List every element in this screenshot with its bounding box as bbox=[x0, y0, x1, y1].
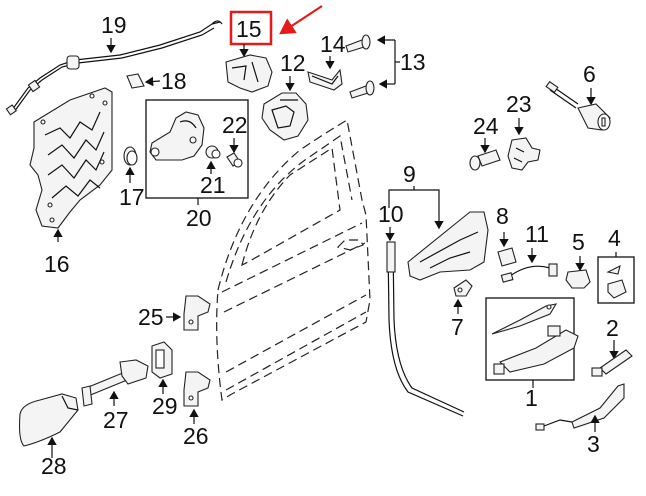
part-24-bolt[interactable] bbox=[469, 149, 501, 171]
part-28-check-cover[interactable] bbox=[18, 393, 79, 447]
callout-20: 20 bbox=[186, 205, 212, 231]
part-19-cable[interactable] bbox=[5, 20, 223, 116]
part-26-lower-hinge[interactable] bbox=[183, 371, 211, 407]
part-3-handle-trim[interactable] bbox=[535, 383, 625, 431]
callout-23: 23 bbox=[506, 91, 532, 117]
part-17-grommet[interactable] bbox=[123, 146, 138, 166]
callout-16: 16 bbox=[44, 251, 70, 277]
callout-29: 29 bbox=[152, 393, 178, 419]
part-16-regulator-panel[interactable] bbox=[29, 87, 113, 229]
box-20-window-motor-kit bbox=[145, 99, 249, 199]
leader-18 bbox=[144, 76, 161, 87]
callout-3: 3 bbox=[587, 431, 600, 457]
callout-2: 2 bbox=[606, 315, 619, 341]
callout-5: 5 bbox=[572, 229, 585, 255]
callout-18: 18 bbox=[161, 68, 187, 94]
part-13-screw-upper[interactable] bbox=[345, 34, 371, 53]
part-9-handle-carrier[interactable] bbox=[407, 211, 489, 281]
callout-11: 11 bbox=[525, 221, 549, 247]
part-13-screw-lower[interactable] bbox=[349, 80, 375, 99]
callout-15: 15 bbox=[236, 16, 262, 42]
part-29-check-seal[interactable] bbox=[151, 341, 173, 379]
part-18-clip[interactable] bbox=[126, 73, 145, 89]
callout-9: 9 bbox=[403, 161, 416, 187]
callout-17: 17 bbox=[119, 184, 145, 210]
part-12-door-latch[interactable] bbox=[261, 92, 309, 141]
callout-19: 19 bbox=[101, 12, 127, 38]
highlight-arrow bbox=[279, 5, 323, 35]
part-25-upper-hinge[interactable] bbox=[183, 295, 211, 331]
part-4-cap[interactable] bbox=[606, 264, 627, 299]
callout-13: 13 bbox=[400, 49, 426, 75]
callout-6: 6 bbox=[583, 61, 596, 87]
callout-1: 1 bbox=[525, 385, 538, 411]
callout-24: 24 bbox=[473, 113, 499, 139]
callout-10: 10 bbox=[378, 201, 404, 227]
part-5-switch[interactable] bbox=[565, 269, 591, 289]
callout-27: 27 bbox=[103, 407, 129, 433]
part-27-door-check[interactable] bbox=[81, 359, 149, 407]
part-11-handle-wire[interactable] bbox=[500, 263, 558, 283]
door-outline bbox=[216, 119, 371, 402]
part-23-striker[interactable] bbox=[507, 137, 541, 171]
callout-8: 8 bbox=[496, 203, 509, 229]
callout-7: 7 bbox=[451, 314, 464, 340]
callout-14: 14 bbox=[320, 31, 346, 57]
part-6-lock-cylinder[interactable] bbox=[545, 80, 611, 131]
part-10-lock-rod[interactable] bbox=[386, 241, 465, 417]
part-20-window-motor[interactable] bbox=[149, 111, 205, 161]
callout-22: 22 bbox=[222, 112, 248, 138]
part-22-bolt[interactable] bbox=[226, 152, 243, 168]
callout-4: 4 bbox=[608, 225, 621, 251]
part-8-gasket[interactable] bbox=[497, 247, 517, 267]
callout-12: 12 bbox=[280, 50, 306, 76]
part-14-seal[interactable] bbox=[307, 68, 343, 91]
callout-21: 21 bbox=[200, 172, 226, 198]
highlight-box-15 bbox=[229, 10, 273, 46]
box-4-cap-kit bbox=[597, 256, 635, 304]
part-15-bracket[interactable] bbox=[225, 54, 273, 93]
callout-25: 25 bbox=[138, 304, 164, 330]
part-7-cover[interactable] bbox=[453, 279, 473, 297]
callout-28: 28 bbox=[41, 453, 67, 479]
part-2-handle-seal[interactable] bbox=[591, 349, 633, 377]
part-21-bushing[interactable] bbox=[205, 145, 221, 159]
part-1-outside-handle[interactable] bbox=[491, 303, 579, 375]
callout-26: 26 bbox=[183, 423, 209, 449]
